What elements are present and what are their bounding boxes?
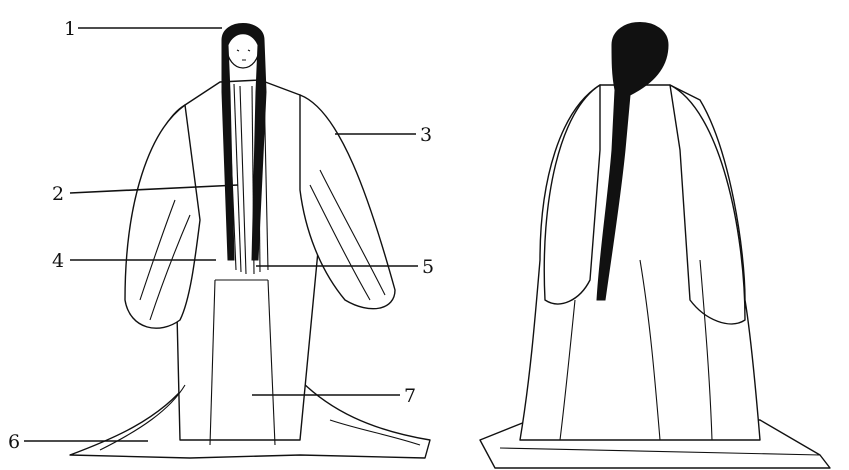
front-figure bbox=[70, 24, 430, 459]
label-6: 6 bbox=[8, 431, 20, 453]
label-7: 7 bbox=[404, 385, 416, 407]
label-2: 2 bbox=[52, 183, 64, 205]
label-1: 1 bbox=[64, 18, 76, 40]
label-5: 5 bbox=[422, 256, 434, 278]
back-figure bbox=[480, 23, 830, 469]
label-4: 4 bbox=[52, 250, 64, 272]
label-3: 3 bbox=[420, 124, 432, 146]
